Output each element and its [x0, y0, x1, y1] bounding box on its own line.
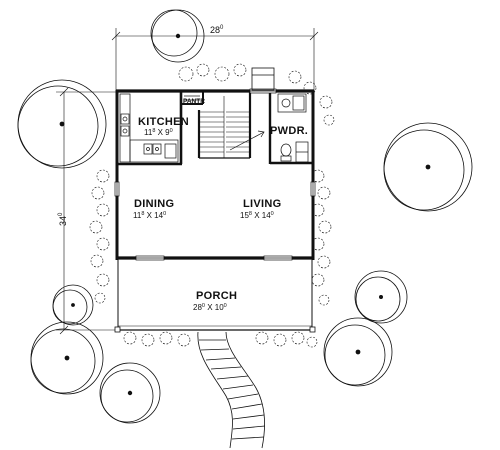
- kitchen-size: 118 X 90: [144, 128, 173, 137]
- pantry-label: PANTR: [183, 98, 205, 105]
- living-label: LIVING: [243, 198, 281, 210]
- porch-size: 280 X 100: [193, 303, 227, 312]
- tree-bottom-center: [99, 362, 161, 424]
- chimney: [251, 67, 275, 91]
- stairs: [200, 96, 265, 158]
- tree-left-large: [17, 79, 107, 169]
- walkway: [197, 331, 266, 449]
- width-dimension-label: 280: [210, 25, 224, 35]
- landscape-trees: [17, 9, 473, 424]
- tree-right-lower: [323, 317, 393, 387]
- tree-left-bottom: [30, 321, 104, 395]
- kitchen-fixtures: [119, 93, 200, 163]
- powder-room-label: PWDR.: [270, 125, 308, 137]
- depth-dimension-label: 340: [58, 212, 68, 226]
- tree-left-small: [52, 284, 94, 326]
- powder-room-fixtures: [277, 93, 309, 163]
- windows: [114, 88, 316, 261]
- labels: 280 340 KITCHEN 118 X 90 PANTR PWDR. DIN…: [58, 25, 308, 312]
- kitchen-label: KITCHEN: [138, 116, 189, 128]
- tree-right: [383, 122, 473, 212]
- house-walls: [115, 89, 315, 260]
- dining-label: DINING: [134, 198, 174, 210]
- porch-label: PORCH: [196, 290, 237, 302]
- dimension-width: [111, 28, 319, 90]
- tree-right-upper: [354, 270, 408, 324]
- living-size: 158 X 140: [240, 211, 274, 220]
- porch: [114, 258, 316, 333]
- dining-size: 118 X 140: [133, 211, 166, 220]
- dimension-depth: [56, 87, 118, 335]
